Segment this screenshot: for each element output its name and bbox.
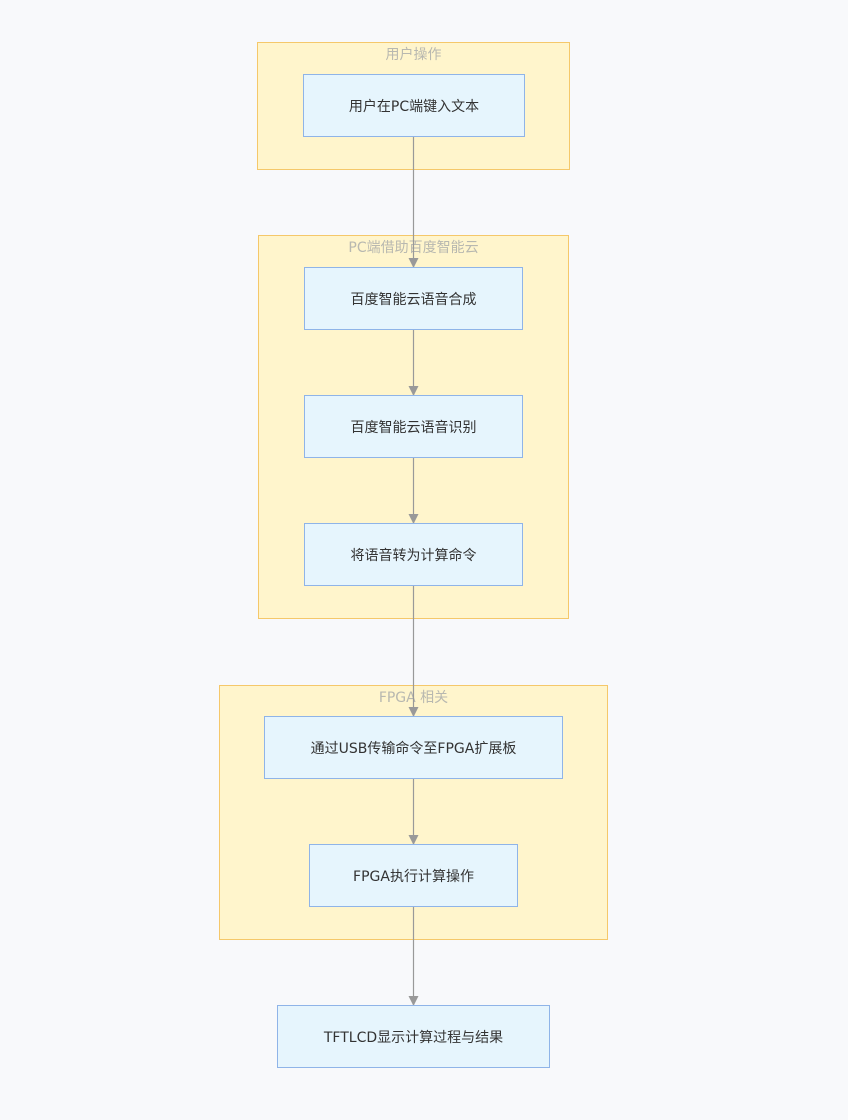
node-input-text[interactable]: 用户在PC端键入文本 bbox=[303, 74, 525, 137]
node-tftlcd-display[interactable]: TFTLCD显示计算过程与结果 bbox=[277, 1005, 550, 1068]
node-usb-transfer[interactable]: 通过USB传输命令至FPGA扩展板 bbox=[264, 716, 563, 779]
group-title-user-operation: 用户操作 bbox=[385, 47, 442, 63]
node-fpga-compute[interactable]: FPGA执行计算操作 bbox=[309, 844, 518, 907]
node-voice-to-command[interactable]: 将语音转为计算命令 bbox=[304, 523, 523, 586]
node-baidu-tts[interactable]: 百度智能云语音合成 bbox=[304, 267, 523, 330]
node-baidu-asr[interactable]: 百度智能云语音识别 bbox=[304, 395, 523, 458]
